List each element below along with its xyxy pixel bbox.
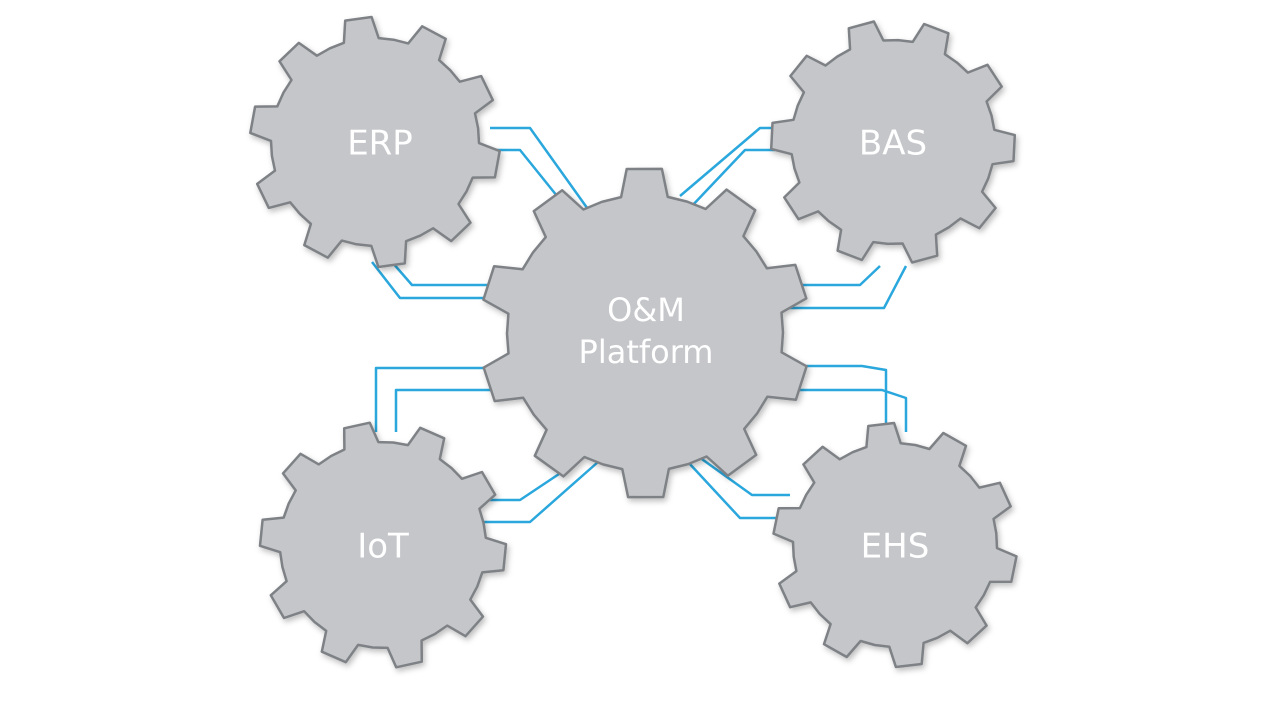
gear-ehs: EHS [772, 421, 1018, 669]
connector-line [691, 450, 790, 497]
connector-line [490, 126, 592, 213]
gear-bas: BAS [769, 20, 1017, 264]
gear-bas-shape [769, 20, 1017, 264]
center-label-line2: Platform [579, 333, 714, 371]
gear-erp-shape [249, 15, 501, 269]
gear-center: O&M Platform [482, 167, 808, 499]
connector-line [689, 148, 775, 209]
connector-line [770, 265, 908, 310]
gear-ehs-shape [772, 421, 1018, 669]
gear-erp: ERP [249, 15, 501, 269]
gear-ehs-label: EHS [861, 527, 930, 567]
connector-line [371, 261, 520, 300]
connector-line [679, 126, 780, 197]
gear-bas-label: BAS [859, 124, 927, 164]
connector-line [394, 388, 520, 432]
connector-line [768, 364, 888, 432]
gear-iot: IoT [258, 421, 508, 669]
center-label-line1: O&M [607, 291, 685, 329]
connector-line [480, 461, 599, 524]
connector-line [391, 261, 522, 287]
connector-lines [371, 126, 908, 524]
gear-iot-shape [258, 421, 508, 669]
gear-center-shape [482, 167, 808, 499]
connector-line [687, 461, 790, 520]
connector-line [766, 388, 908, 432]
gear-erp-label: ERP [347, 124, 413, 164]
gear-iot-label: IoT [357, 527, 409, 567]
connector-line [374, 366, 520, 432]
